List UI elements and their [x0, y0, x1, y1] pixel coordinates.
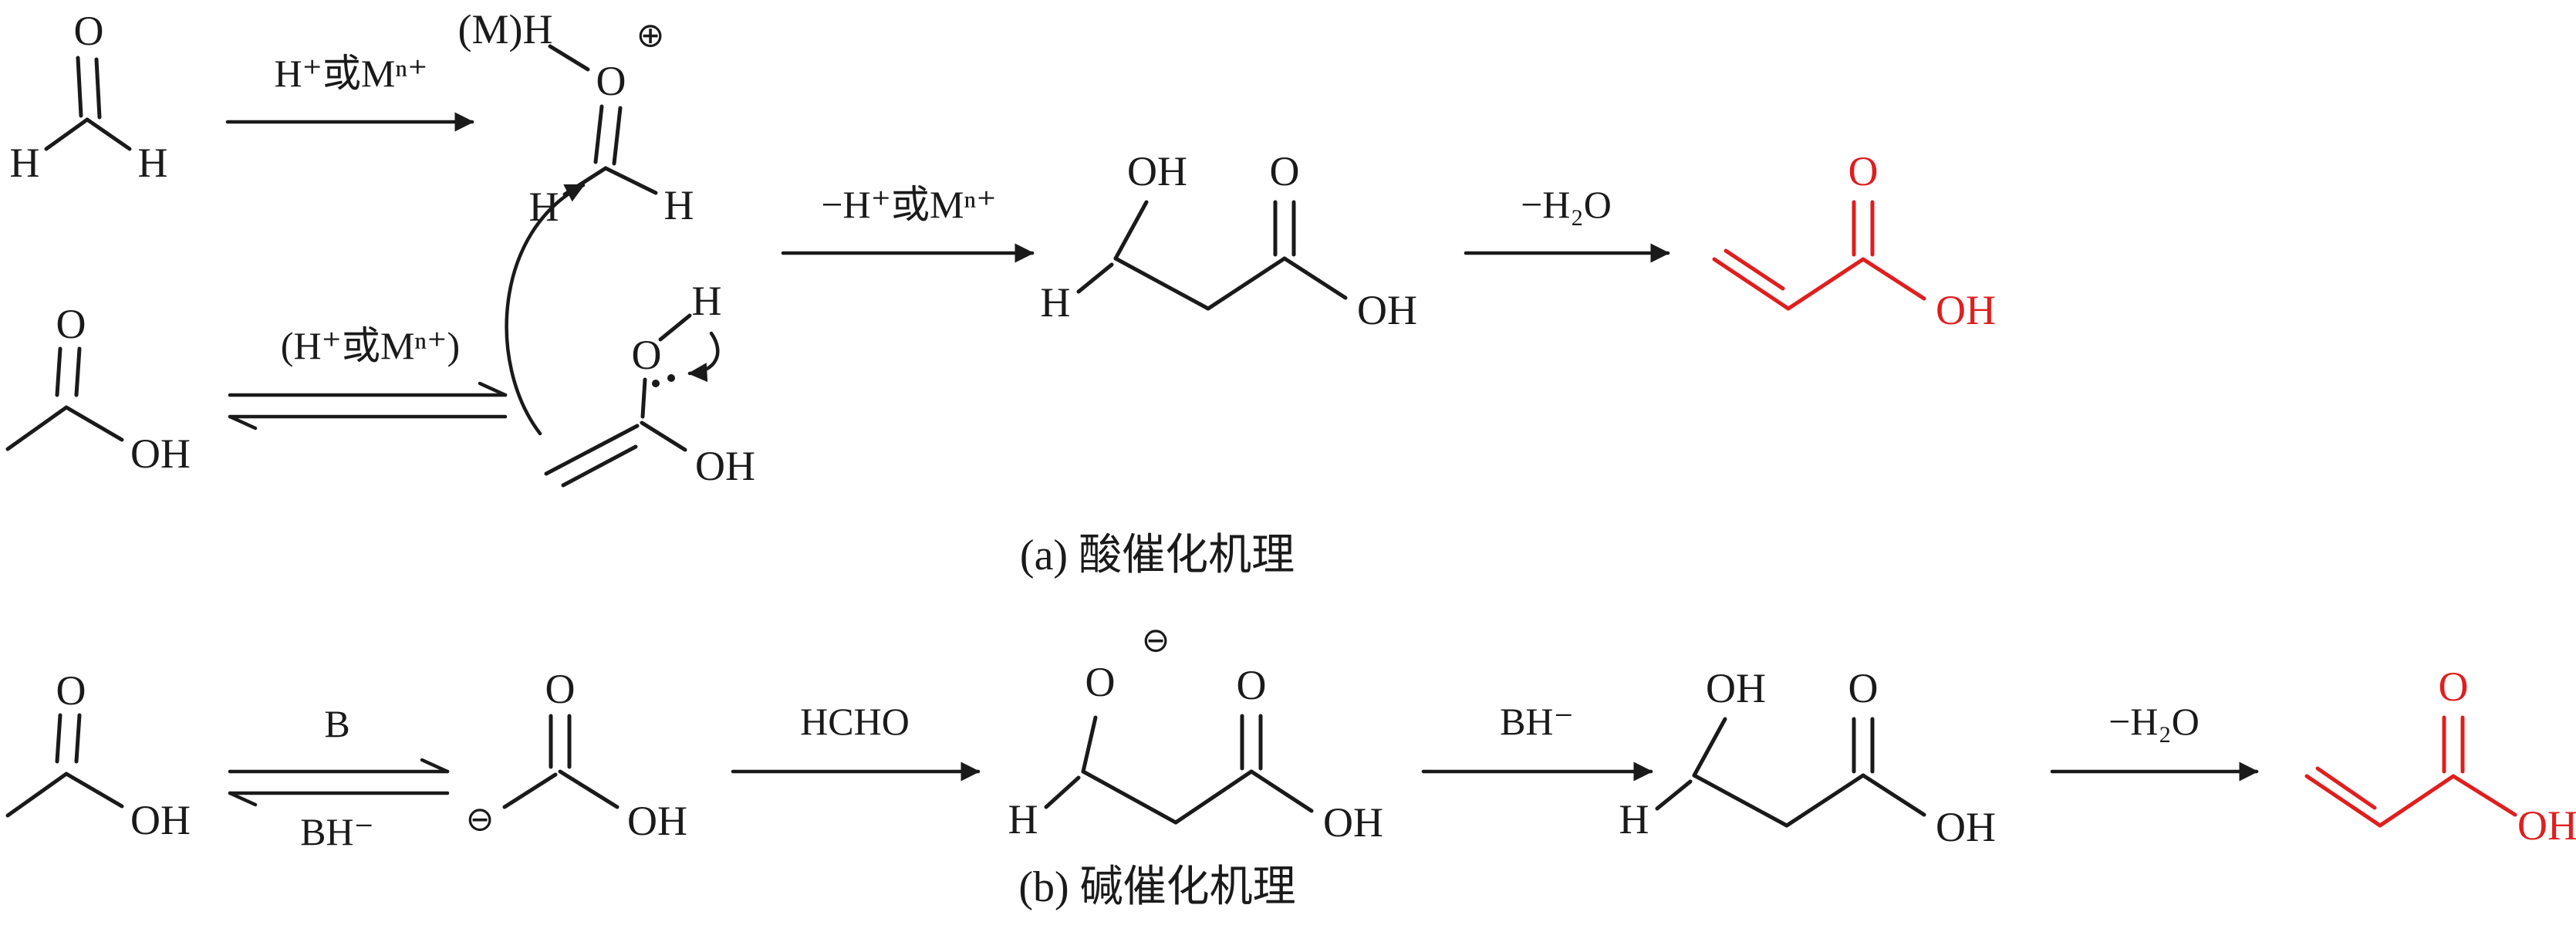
negative-charge-icon: ⊖: [1142, 621, 1170, 660]
enol-structure: H O OH: [544, 278, 755, 489]
atom-label-hydrogen: H: [1008, 796, 1038, 843]
dehydration-arrow-acid: −H₂O: [1464, 183, 1670, 263]
atom-label-oxygen: O: [1237, 662, 1267, 708]
atom-label-hydroxyl: OH: [2517, 802, 2576, 849]
atom-label-oxygen: O: [1848, 148, 1879, 194]
dehydration-arrow-label: −H₂O: [2108, 700, 2200, 743]
hcho-addition-arrow: HCHO: [731, 700, 981, 782]
atom-label-hydroxyl: OH: [1706, 665, 1766, 711]
atom-label-hydroxyl: OH: [1357, 287, 1417, 333]
hydroxypropanoic-acid-structure-b: OH O H OH: [1619, 665, 1997, 850]
atom-label-oxygen: O: [2439, 664, 2469, 710]
positive-charge-icon: ⊕: [636, 16, 665, 56]
protonated-formaldehyde-structure: (M)H ⊕ O H H: [458, 6, 694, 230]
atom-label-oxygen: O: [596, 58, 626, 104]
equilibrium-label: (H⁺或Mⁿ⁺): [281, 324, 460, 367]
lone-pair-dot: [667, 374, 675, 382]
atom-label-hydrogen: H: [1619, 796, 1649, 843]
acetic-acid-structure-b: O OH: [5, 667, 191, 843]
caption-acid-mechanism: (a) 酸催化机理: [1020, 532, 1295, 579]
atom-label-oxygen: O: [1085, 659, 1116, 705]
protonation-arrow-base: BH⁻: [1421, 700, 1653, 782]
atom-label-hydroxyl: OH: [130, 797, 191, 843]
atom-label-oxygen: O: [1270, 148, 1300, 194]
base-label: B: [324, 702, 349, 745]
formaldehyde-structure: O H H: [10, 8, 168, 186]
atom-label-oxygen: O: [74, 8, 104, 54]
atom-label-hydroxyl: OH: [1323, 799, 1383, 846]
atom-label-hydroxyl: OH: [1127, 148, 1187, 194]
atom-label-hydrogen: H: [692, 278, 722, 324]
base-h-label: BH⁻: [300, 810, 374, 853]
atom-label-hydrogen: H: [1041, 279, 1071, 326]
lone-pair-dot: [652, 380, 660, 387]
negative-charge-icon: ⊖: [466, 800, 495, 839]
nucleophilic-attack-curved-arrow: [505, 183, 586, 436]
atom-label-oxygen: O: [545, 666, 576, 712]
caption-base-mechanism: (b) 碱催化机理: [1018, 863, 1295, 911]
atom-label-hydroxyl: OH: [130, 431, 191, 477]
deprotonation-arrow: −H⁺或Mⁿ⁺: [781, 183, 1035, 263]
catalyst-arrow-label: H⁺或Mⁿ⁺: [274, 52, 427, 95]
equilibrium-arrows-base: B BH⁻: [228, 702, 450, 853]
dehydration-arrow-base: −H₂O: [2050, 700, 2259, 782]
atom-label-oxygen: O: [1848, 665, 1879, 711]
alkoxide-intermediate-structure: O ⊖ H O OH: [1008, 621, 1384, 846]
bh-arrow-label: BH⁻: [1500, 700, 1574, 743]
atom-label-hydroxyl: OH: [1936, 804, 1996, 850]
hydroxypropanoic-acid-structure: OH O H OH: [1041, 148, 1418, 333]
atom-label-oxygen: O: [632, 332, 662, 378]
atom-label-hydrogen: H: [138, 140, 168, 186]
atom-label-hydrogen: H: [10, 140, 40, 186]
atom-label-hydroxyl: OH: [627, 798, 687, 844]
equilibrium-arrows-acid: (H⁺或Mⁿ⁺): [228, 324, 508, 431]
dehydration-arrow-label: −H₂O: [1521, 183, 1612, 226]
proton-transfer-curved-arrow: [687, 331, 720, 383]
protonation-arrow: H⁺或Mⁿ⁺: [225, 52, 474, 132]
acrylic-acid-product-structure: O OH: [1712, 148, 1996, 333]
deprotonation-arrow-label: −H⁺或Mⁿ⁺: [821, 183, 996, 226]
hcho-arrow-label: HCHO: [800, 700, 910, 743]
atom-label-hydrogen: H: [664, 182, 694, 228]
acrylic-acid-product-structure-b: O OH: [2304, 664, 2576, 849]
metal-hydrogen-label: (M)H: [458, 6, 553, 52]
atom-label-hydroxyl: OH: [1936, 287, 1996, 333]
atom-label-oxygen: O: [56, 301, 86, 347]
acetic-acid-structure: O OH: [5, 301, 191, 477]
enolate-structure: ⊖ O OH: [466, 666, 687, 844]
atom-label-hydroxyl: OH: [695, 443, 755, 489]
atom-label-oxygen: O: [56, 667, 86, 714]
